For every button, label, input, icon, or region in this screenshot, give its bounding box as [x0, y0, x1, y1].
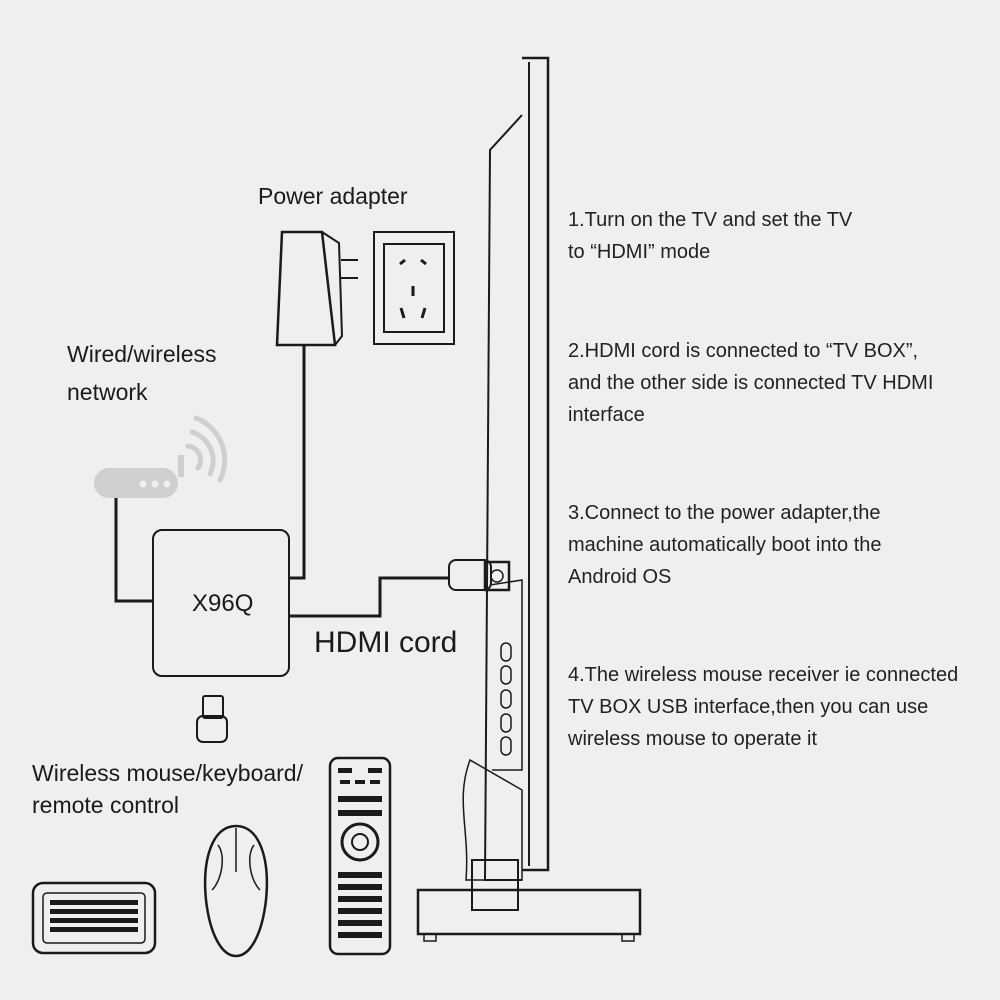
tv-side-view: [416, 56, 642, 942]
hdmi-cord-line: [290, 576, 449, 618]
step-2-line-2: and the other side is connected TV HDMI: [568, 372, 934, 394]
step-2-line-1: 2.HDMI cord is connected to “TV BOX”,: [568, 340, 919, 362]
hdmi-cord-label: HDMI cord: [314, 626, 458, 659]
remote-control-icon: [328, 756, 392, 956]
network-label-line1: Wired/wireless: [67, 341, 217, 367]
input-devices-label-line2: remote control: [32, 792, 180, 818]
step-4-line-3: wireless mouse to operate it: [568, 728, 818, 750]
network-label-line2: network: [67, 379, 148, 405]
step-1-line-1: 1.Turn on the TV and set the TV: [568, 209, 853, 231]
wifi-signal-icon: [185, 415, 228, 483]
power-adapter-icon: [275, 230, 358, 347]
tv-box-label: X96Q: [192, 590, 254, 617]
tv-side-buttons: [500, 642, 512, 756]
instruction-step-3: 3.Connect to the power adapter,the machi…: [568, 497, 988, 593]
instruction-step-2: 2.HDMI cord is connected to “TV BOX”, an…: [568, 335, 988, 431]
hdmi-plug: [448, 559, 511, 592]
input-devices-label-line1: Wireless mouse/keyboard/: [32, 760, 303, 786]
usb-receiver-icon: [196, 695, 228, 743]
step-3-line-3: Android OS: [568, 566, 672, 588]
network-cable-line: [114, 498, 153, 603]
step-2-line-3: interface: [568, 404, 645, 426]
step-4-line-1: 4.The wireless mouse receiver ie connect…: [568, 664, 959, 686]
instruction-step-1: 1.Turn on the TV and set the TV to “HDMI…: [568, 204, 988, 268]
tv-box: [152, 529, 290, 677]
power-cord-line: [290, 345, 306, 580]
instruction-step-4: 4.The wireless mouse receiver ie connect…: [568, 659, 988, 755]
wall-socket-icon: [373, 231, 455, 345]
step-4-line-2: TV BOX USB interface,then you can use: [568, 696, 929, 718]
keyboard-icon: [31, 881, 157, 955]
step-3-line-1: 3.Connect to the power adapter,the: [568, 502, 881, 524]
mouse-icon: [203, 824, 269, 958]
power-adapter-label: Power adapter: [258, 183, 408, 209]
step-3-line-2: machine automatically boot into the: [568, 534, 882, 556]
step-1-line-2: to “HDMI” mode: [568, 241, 711, 263]
router-icon: [94, 455, 184, 498]
